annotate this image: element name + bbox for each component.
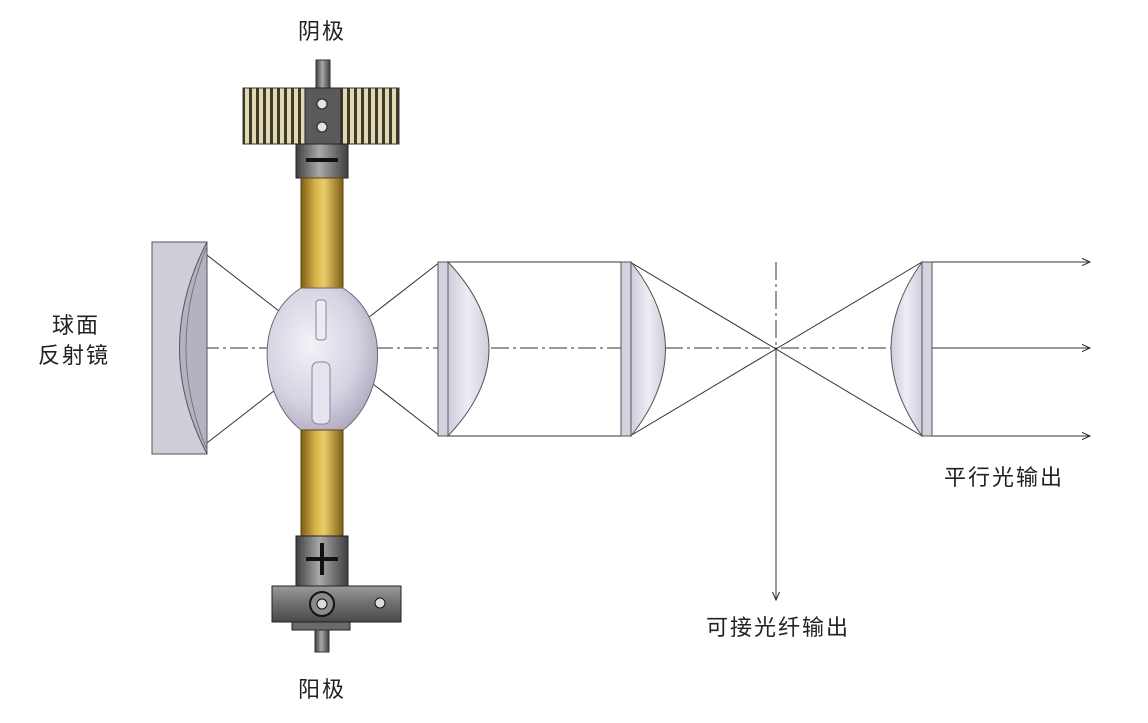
anode-label: 阳极 [298,678,347,703]
parallel-output-label: 平行光输出 [944,466,1065,491]
lens-2 [620,260,666,438]
anode-shaft [314,629,330,653]
spherical-reflector [151,241,208,455]
lower-tube [300,429,344,537]
lens-3 [890,260,933,438]
fiber-output-label: 可接光纤输出 [706,616,851,641]
anode-electrode [311,361,331,425]
xenon-lamp [242,59,402,653]
mirror-label-line1: 球面 [52,314,101,339]
lens-1 [437,260,490,438]
cathode-shaft [315,59,331,91]
collimated-rays [447,261,622,437]
parallel-output-arrows [932,262,1090,436]
mirror-label-line2: 反射镜 [38,344,111,369]
cathode-electrode [315,299,327,341]
upper-tube [300,177,344,289]
cathode-label: 阴极 [298,20,347,45]
minus-sign-icon [306,158,338,162]
